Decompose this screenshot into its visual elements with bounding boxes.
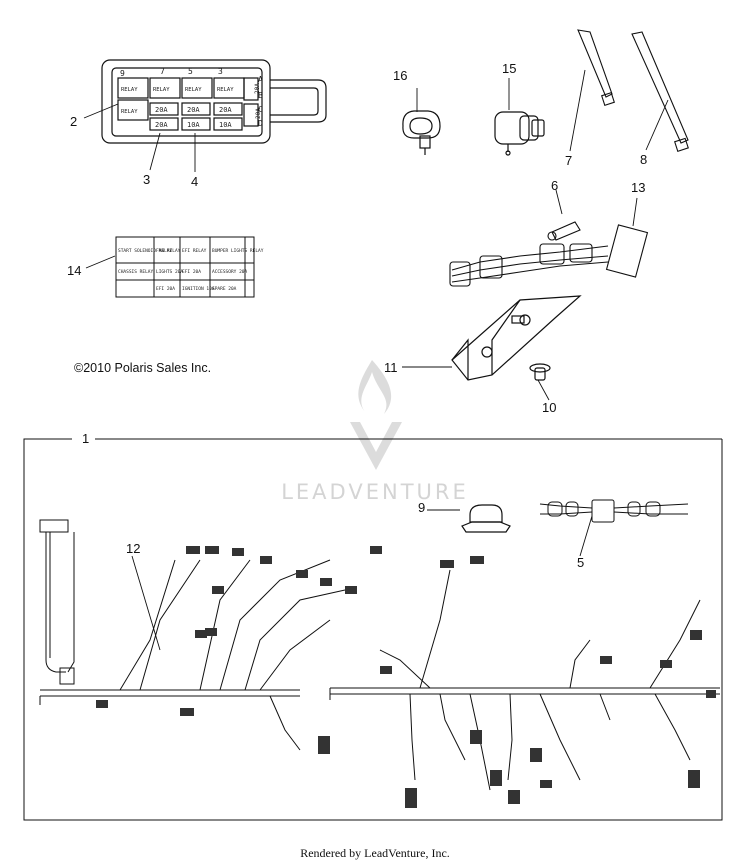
harness-schematic: [39, 519, 720, 791]
decal-cell: CHASSIS RELAY: [118, 269, 154, 275]
watermark-text: LEADVENTURE: [281, 480, 469, 504]
connector-part[interactable]: [494, 111, 545, 156]
fuse-box-labels: 9 7 5 3 A B C D RELAY RELAY RELAY RELAY …: [120, 67, 263, 129]
decal-cell: EFI 20A: [156, 286, 175, 292]
fuse-value: 20A: [254, 83, 261, 94]
copyright-text: ©2010 Polaris Sales Inc.: [74, 361, 212, 375]
relay-slots: [117, 77, 245, 121]
decal-cell: FAN RELAY: [156, 248, 181, 254]
fuse-decal-text: START SOLENOID RELAY FAN RELAY EFI RELAY…: [118, 248, 264, 292]
footer-text: Rendered by LeadVenture, Inc.: [300, 846, 450, 860]
decal-cell: START SOLENOID RELAY: [118, 248, 172, 254]
decal-cell: IGNITION 10A: [182, 286, 215, 292]
callout-3: 3: [143, 172, 150, 187]
clip-part[interactable]: [402, 110, 441, 155]
leadventure-logo: [350, 360, 402, 470]
fuse-value: 20A: [255, 108, 262, 119]
fuse-col-label: 7: [160, 67, 165, 76]
callout-12: 12: [126, 541, 140, 556]
fuse-col-label: 5: [188, 67, 193, 76]
callout-11: 11: [384, 360, 398, 375]
callout-labels: 1 2 3 4 5 6 7 8 9 10 11 12 13 14 15 16: [67, 61, 647, 570]
fuse-row-label: C: [258, 105, 263, 114]
relay-label: RELAY: [153, 87, 170, 93]
callout-9: 9: [418, 500, 425, 515]
push-pin-part[interactable]: [529, 363, 551, 381]
decal-cell: LIGHTS 20A: [156, 269, 183, 275]
callout-1: 1: [82, 431, 89, 446]
fuse-value: 20A: [187, 106, 200, 114]
decal-cell: BUMPER LIGHTS RELAY: [212, 248, 264, 254]
callout-8: 8: [640, 152, 647, 167]
callout-7: 7: [565, 153, 572, 168]
cable-tie-7[interactable]: [577, 29, 615, 106]
bracket-part[interactable]: [451, 295, 582, 381]
fuse-value: 10A: [187, 121, 200, 129]
fuse-value: 20A: [155, 121, 168, 129]
fuse-row-label: D: [258, 119, 263, 128]
fuse-value: 20A: [155, 106, 168, 114]
fuse-col-label: 9: [120, 69, 125, 78]
callout-5: 5: [577, 555, 584, 570]
fuse-row-label: A: [258, 75, 263, 84]
harness-tags: [96, 546, 716, 808]
cable-tie-8[interactable]: [631, 31, 689, 152]
callout-2: 2: [70, 114, 77, 129]
decal-cell: EFI RELAY: [182, 248, 207, 254]
fuse-decal[interactable]: [115, 236, 255, 298]
inline-harness-part[interactable]: [539, 499, 689, 523]
fuse-box[interactable]: [101, 59, 327, 144]
callout-14: 14: [67, 263, 81, 278]
fuse-row-label: B: [258, 91, 263, 100]
relay-label: RELAY: [185, 87, 202, 93]
relay-label: RELAY: [121, 87, 138, 93]
decal-cell: ACCESSORY 20A: [212, 269, 248, 275]
fuse-value: 20A: [219, 106, 232, 114]
callout-13: 13: [631, 180, 645, 195]
fuse-slots: [149, 77, 259, 131]
fuse-holder-part[interactable]: [461, 504, 511, 533]
relay-label: RELAY: [217, 87, 234, 93]
decal-cell: SPARE 20A: [212, 286, 237, 292]
callout-10: 10: [542, 400, 556, 415]
leader-lines: [83, 69, 722, 651]
decal-cell: EFI 20A: [182, 269, 201, 275]
callout-15: 15: [502, 61, 516, 76]
fuse-value: 10A: [219, 121, 232, 129]
relay-harness[interactable]: [449, 221, 649, 287]
relay-label: RELAY: [121, 109, 138, 115]
callout-6: 6: [551, 178, 558, 193]
fuse-col-label: 3: [218, 67, 223, 76]
callout-16: 16: [393, 68, 407, 83]
callout-4: 4: [191, 174, 198, 189]
harness-frame: [23, 438, 723, 821]
